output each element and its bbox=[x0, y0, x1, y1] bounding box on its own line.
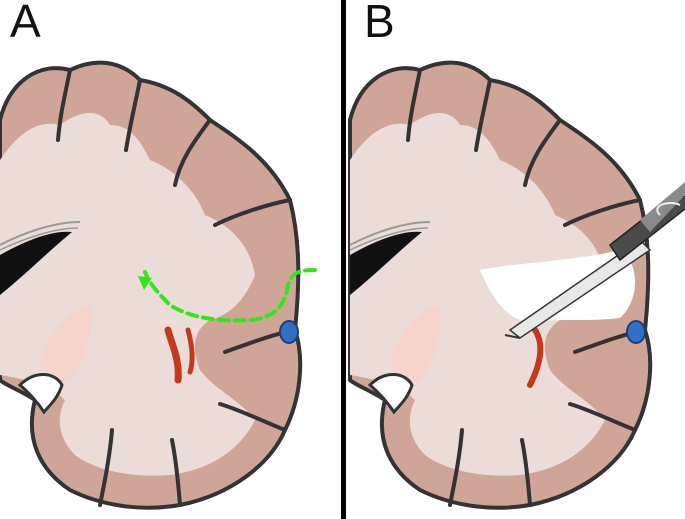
vein-a bbox=[279, 320, 299, 344]
vein-b bbox=[626, 320, 646, 344]
brain-slice-b bbox=[348, 60, 685, 510]
panel-label-a: A bbox=[10, 0, 41, 47]
surgical-instrument-icon bbox=[504, 182, 685, 339]
panel-divider bbox=[341, 0, 346, 519]
brain-slice-a bbox=[0, 60, 317, 510]
panel-label-b: B bbox=[364, 0, 395, 47]
vessel-a bbox=[164, 326, 182, 384]
vessel-b bbox=[527, 327, 544, 388]
dashed-green-arrow-icon bbox=[138, 276, 152, 290]
surgical-path bbox=[143, 268, 317, 323]
